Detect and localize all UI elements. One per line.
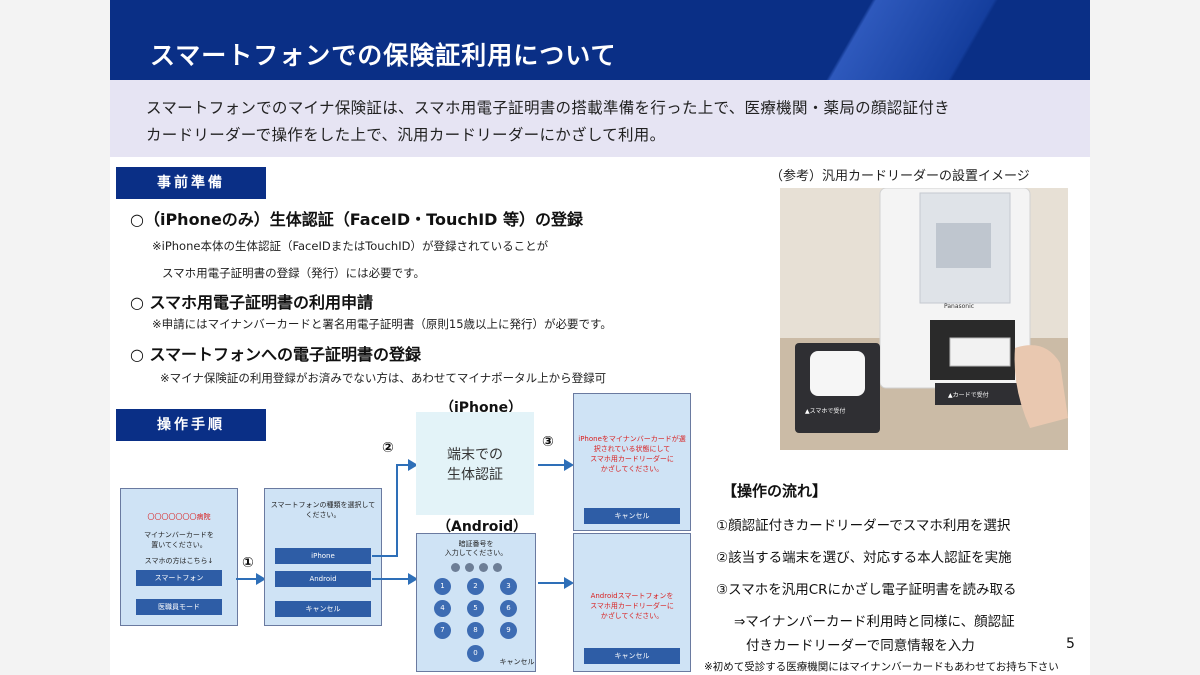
- flow-step-3: ③スマホを汎用CRにかざし電子証明書を読み取る: [716, 582, 1017, 598]
- pin-dot-1: [451, 563, 460, 572]
- arrow-2-branch: [372, 555, 398, 557]
- android-button[interactable]: Android: [275, 571, 371, 587]
- iphone-button[interactable]: iPhone: [275, 548, 371, 564]
- biometric-auth-box: 端末での 生体認証: [416, 412, 534, 515]
- summary-line-1: スマートフォンでのマイナ保険証は、スマホ用電子証明書の搭載準備を行った上で、医療…: [146, 99, 950, 117]
- iphone-hold-l4: かざしてください。: [600, 465, 664, 473]
- prep-item-2-note: ※申請にはマイナンバーカードと署名用電子証明書（原則15歳以上に発行）が必要です…: [152, 317, 612, 331]
- arrow-1-a: [236, 578, 258, 580]
- arrow-3-iphone-head: [564, 459, 574, 471]
- arrow-1-head: [256, 573, 266, 585]
- summary-line-2: カードリーダーで操作をした上で、汎用カードリーダーにかざして利用。: [146, 126, 666, 144]
- prep-item-2-title: ○ スマホ用電子証明書の利用申請: [130, 293, 374, 312]
- key-5[interactable]: 5: [467, 600, 484, 617]
- iphone-hold-l3: スマホ用カードリーダーに: [590, 455, 674, 463]
- key-0[interactable]: 0: [467, 645, 484, 662]
- key-8[interactable]: 8: [467, 622, 484, 639]
- photo-sign-left: ▲スマホで受付: [805, 407, 845, 415]
- key-1[interactable]: 1: [434, 578, 451, 595]
- screen1-msg-3: スマホの方はこちら↓: [144, 557, 214, 565]
- page-number: 5: [1066, 636, 1075, 652]
- arrow-android-head: [408, 573, 418, 585]
- iphone-hold-cancel-button[interactable]: キャンセル: [584, 508, 680, 524]
- arrow-2-head: [408, 459, 418, 471]
- cancel-button[interactable]: キャンセル: [275, 601, 371, 617]
- screen2-msg-2: ください。: [305, 511, 341, 519]
- card-reader-illustration: Panasonic ▲スマホで受付 ▲カードで受付: [780, 188, 1068, 450]
- pin-dot-4: [493, 563, 502, 572]
- screen-android-hold: Androidスマートフォンを スマホ用カードリーダーに かざしてください。 キ…: [573, 533, 691, 672]
- step-1-number: ①: [242, 555, 254, 571]
- footer-note: ※初めて受診する医療機関にはマイナンバーカードもあわせてお持ち下さい: [704, 661, 1059, 673]
- biometric-line-1: 端末での: [447, 447, 503, 463]
- android-hold-l2: スマホ用カードリーダーに: [590, 602, 674, 610]
- iphone-hold-l2: 択されている状態にして: [593, 445, 671, 453]
- key-7[interactable]: 7: [434, 622, 451, 639]
- hospital-name: 〇〇〇〇〇〇〇病院: [147, 513, 211, 521]
- android-hold-l3: かざしてください。: [600, 612, 664, 620]
- flow-note-2: 付きカードリーダーで同意情報を入力: [746, 638, 975, 654]
- flow-step-1: ①顔認証付きカードリーダーでスマホ利用を選択: [716, 518, 1011, 534]
- screen2-msg-1: スマートフォンの種類を選択して: [270, 501, 376, 509]
- android-label: （Android）: [437, 519, 528, 535]
- staff-mode-button[interactable]: 医職員モード: [136, 599, 222, 615]
- key-4[interactable]: 4: [434, 600, 451, 617]
- biometric-line-2: 生体認証: [447, 467, 503, 483]
- ops-section-label: 操作手順: [116, 409, 266, 441]
- prep-item-3-title: ○ スマートフォンへの電子証明書の登録: [130, 345, 422, 364]
- summary-box: スマートフォンでのマイナ保険証は、スマホ用電子証明書の搭載準備を行った上で、医療…: [110, 80, 1090, 157]
- arrow-android: [372, 578, 410, 580]
- android-hold-l1: Androidスマートフォンを: [590, 592, 674, 600]
- step-2-number: ②: [382, 440, 394, 456]
- prep-item-3-note: ※マイナ保険証の利用登録がお済みでない方は、あわせてマイナポータル上から登録可: [160, 371, 607, 385]
- smartphone-button[interactable]: スマートフォン: [136, 570, 222, 586]
- prep-item-1-title: ○（iPhoneのみ）生体認証（FaceID・TouchID 等）の登録: [130, 210, 584, 229]
- photo-sign-right: ▲カードで受付: [948, 391, 989, 399]
- flow-title: 【操作の流れ】: [722, 482, 828, 500]
- key-9[interactable]: 9: [500, 622, 517, 639]
- photo-brand: Panasonic: [944, 303, 974, 310]
- screen1-msg-2: 置いてください。: [151, 541, 207, 549]
- pin-dot-2: [465, 563, 474, 572]
- iphone-hold-l1: iPhoneをマイナンバーカードが選: [578, 435, 686, 443]
- arrow-2-top: [396, 464, 410, 466]
- screen1-msg-1: マイナンバーカードを: [144, 531, 214, 539]
- screen-start: 〇〇〇〇〇〇〇病院 マイナンバーカードを 置いてください。 スマホの方はこちら↓…: [120, 488, 238, 626]
- pin-msg-1: 暗証番号を: [458, 540, 494, 548]
- prep-item-1-note-1: ※iPhone本体の生体認証（FaceIDまたはTouchID）が登録されている…: [152, 239, 549, 253]
- arrow-3-android: [538, 582, 566, 584]
- arrow-2-vertical: [396, 464, 398, 556]
- pin-msg-2: 入力してください。: [444, 549, 508, 557]
- screen-select-os: スマートフォンの種類を選択して ください。 iPhone Android キャン…: [264, 488, 382, 626]
- prep-item-1-note-2: スマホ用電子証明書の登録（発行）には必要です。: [162, 266, 426, 280]
- flow-note-1: ⇒マイナンバーカード利用時と同様に、顔認証: [734, 614, 1015, 630]
- step-3-number: ③: [542, 434, 554, 450]
- key-2[interactable]: 2: [467, 578, 484, 595]
- arrow-3-iphone: [538, 464, 566, 466]
- arrow-3-android-head: [564, 577, 574, 589]
- prep-section-label: 事前準備: [116, 167, 266, 199]
- pin-entry-screen: 暗証番号を 入力してください。 1 2 3 4 5 6 7 8 9 0 キャンセ…: [416, 533, 536, 672]
- card-reader-photo: Panasonic ▲スマホで受付 ▲カードで受付: [780, 188, 1068, 450]
- photo-caption: （参考）汎用カードリーダーの設置イメージ: [770, 169, 1030, 184]
- slide: スマートフォンでの保険証利用について スマートフォンでのマイナ保険証は、スマホ用…: [110, 0, 1090, 675]
- key-3[interactable]: 3: [500, 578, 517, 595]
- flow-step-2: ②該当する端末を選び、対応する本人認証を実施: [716, 550, 1012, 566]
- slide-header: スマートフォンでの保険証利用について: [110, 0, 1090, 80]
- header-accent: [730, 0, 1090, 80]
- slide-title: スマートフォンでの保険証利用について: [150, 41, 617, 70]
- key-6[interactable]: 6: [500, 600, 517, 617]
- pin-dot-3: [479, 563, 488, 572]
- screen-iphone-hold: iPhoneをマイナンバーカードが選 択されている状態にして スマホ用カードリー…: [573, 393, 691, 531]
- android-hold-cancel-button[interactable]: キャンセル: [584, 648, 680, 664]
- pin-cancel[interactable]: キャンセル: [499, 658, 535, 666]
